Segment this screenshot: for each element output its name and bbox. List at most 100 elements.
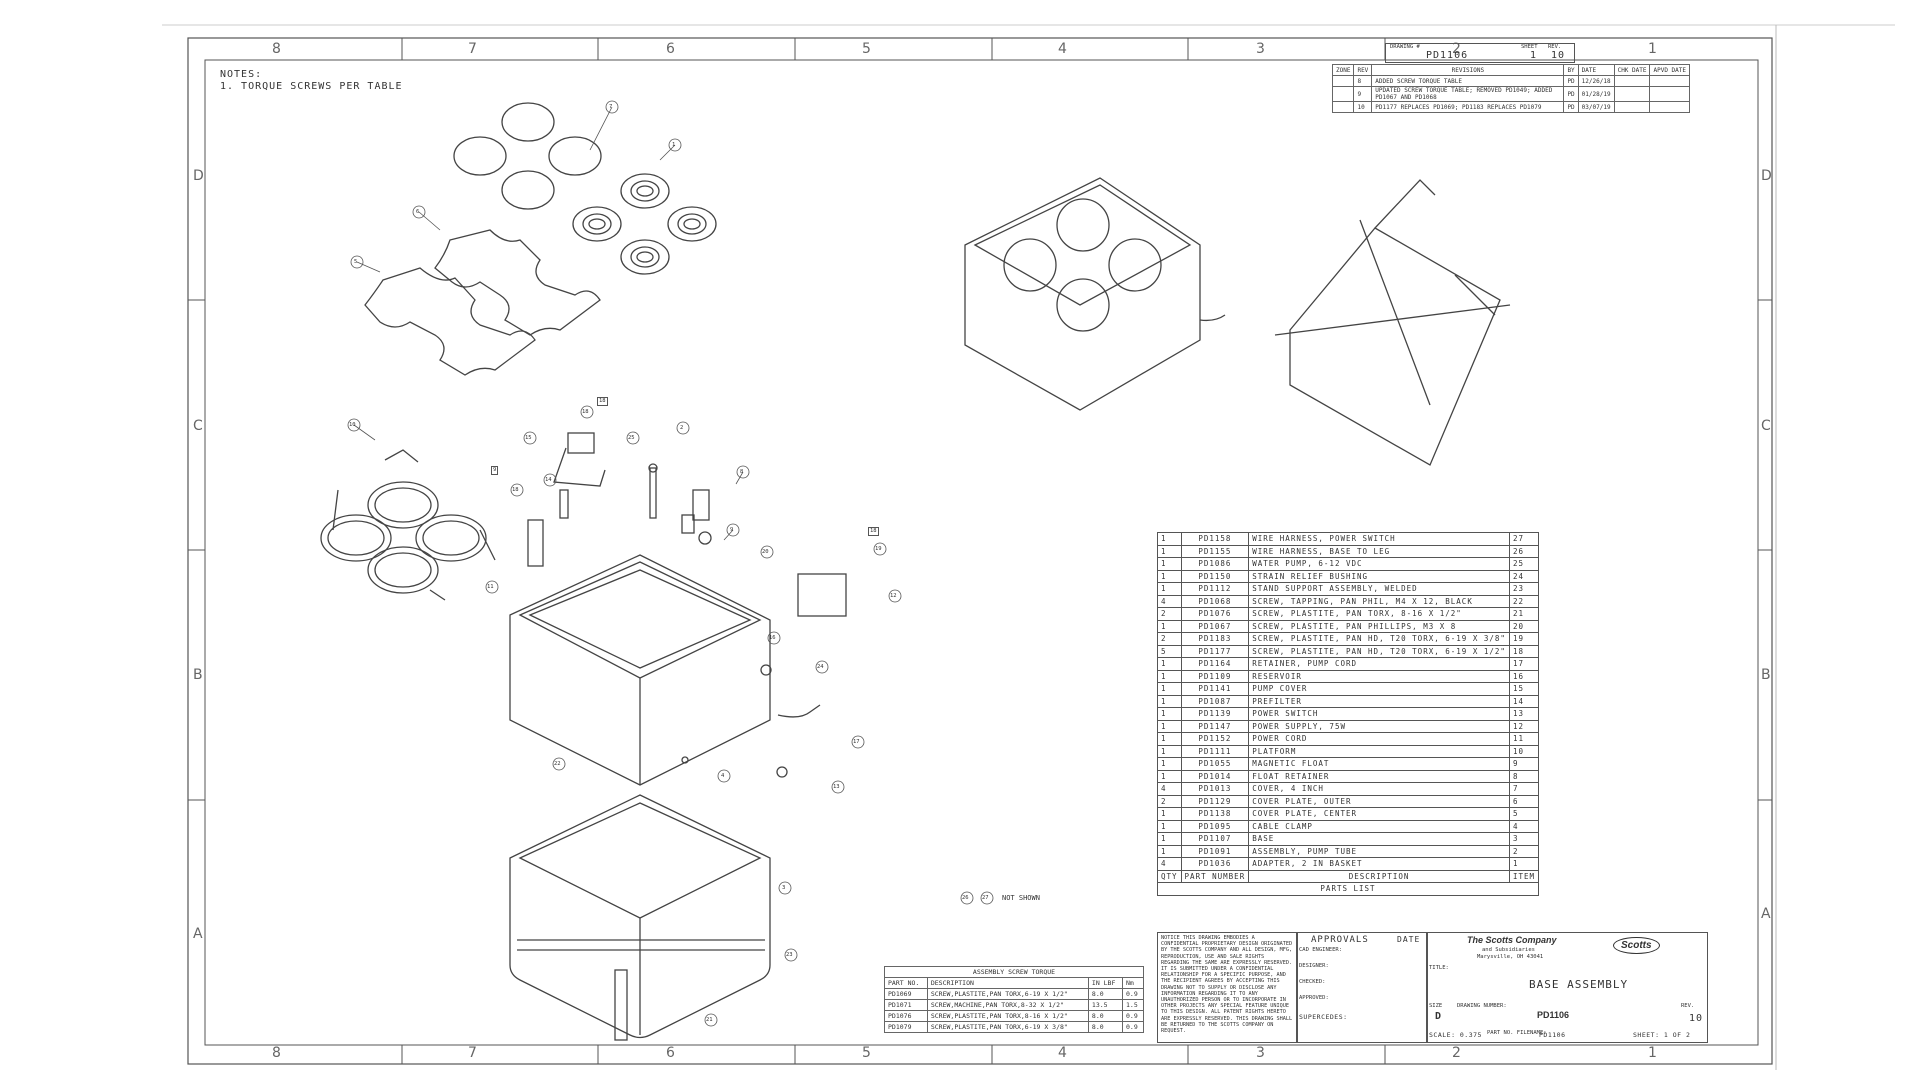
zone-bottom-2: 2: [1452, 1045, 1461, 1061]
rev-label: REV.: [1548, 44, 1562, 50]
zone-left-c: C: [193, 418, 203, 434]
torque-cell: 13.5: [1087, 999, 1124, 1011]
zone-right-d: D: [1761, 168, 1772, 184]
part-number-cell: PD1036: [1180, 857, 1250, 871]
item-cell: 15: [1508, 682, 1540, 696]
description-cell: BASE: [1248, 832, 1510, 846]
qty-cell: 1: [1157, 819, 1182, 833]
torque-cell: PD1079: [884, 1021, 928, 1033]
balloon-label: 25: [628, 435, 635, 441]
balloon-label: 10: [349, 422, 356, 428]
balloon-label: 16: [769, 635, 776, 641]
item-cell: 8: [1508, 769, 1540, 783]
part-number-cell: PD1164: [1180, 657, 1250, 671]
item-cell: 12: [1508, 719, 1540, 733]
rev-desc: ADDED SCREW TORQUE TABLE: [1371, 75, 1565, 87]
header-item: ITEM: [1508, 869, 1540, 883]
header-cell: APVD DATE: [1649, 64, 1690, 76]
description-cell: RETAINER, PUMP CORD: [1248, 657, 1510, 671]
torque-cell: 0.9: [1122, 988, 1144, 1000]
approved-label: APPROVED:: [1299, 995, 1329, 1001]
rev-number: 9: [1353, 86, 1373, 102]
qty-cell: 1: [1157, 657, 1182, 671]
zone-right-a: A: [1761, 906, 1771, 922]
torque-table-title: ASSEMBLY SCREW TORQUE: [884, 966, 1144, 978]
drawing-number-label: DRAWING NUMBER:: [1457, 1003, 1507, 1009]
balloon-label: 13: [833, 784, 840, 790]
qty-cell: 4: [1157, 782, 1182, 796]
qty-cell: 1: [1157, 769, 1182, 783]
item-cell: 22: [1508, 594, 1540, 608]
part-number-cell: PD1107: [1180, 832, 1250, 846]
qty-cell: 5: [1157, 644, 1182, 658]
zone-bottom-1: 1: [1648, 1045, 1657, 1061]
description-cell: MAGNETIC FLOAT: [1248, 757, 1510, 771]
table-row: 9 UPDATED SCREW TORQUE TABLE; REMOVED PD…: [1331, 86, 1690, 102]
part-number-cell: PD1155: [1180, 544, 1250, 558]
part-number-cell: PD1068: [1180, 594, 1250, 608]
parts-list-title-row: PARTS LIST: [1157, 882, 1539, 896]
notes-heading: NOTES:: [220, 69, 263, 80]
qty-cell: 1: [1157, 557, 1182, 571]
zone-bottom-4: 4: [1058, 1045, 1067, 1061]
part-number-cell: PD1139: [1180, 707, 1250, 721]
qty-cell: 1: [1157, 694, 1182, 708]
designer-label: DESIGNER:: [1299, 963, 1329, 969]
zone-bottom-5: 5: [862, 1045, 871, 1061]
description-cell: SCREW, PLASTITE, PAN HD, T20 TORX, 6-19 …: [1248, 644, 1510, 658]
balloon-label: 20: [762, 549, 769, 555]
size-value: D: [1435, 1011, 1443, 1022]
approvals-title: APPROVALS: [1311, 935, 1369, 945]
table-title-row: ASSEMBLY SCREW TORQUE: [884, 966, 1144, 978]
balloon-label: 14: [545, 477, 552, 483]
description-cell: ADAPTER, 2 IN BASKET: [1248, 857, 1510, 871]
zone-left-d: D: [193, 168, 204, 184]
rev-number: 10: [1551, 50, 1566, 61]
scale-text: SCALE: 0.375: [1429, 1031, 1482, 1039]
part-number-cell: PD1141: [1180, 682, 1250, 696]
rev-value-tb: 10: [1689, 1013, 1704, 1024]
part-number-cell: PD1183: [1180, 632, 1250, 646]
rev-date: 03/07/19: [1577, 101, 1615, 113]
balloon-label: 3: [782, 885, 786, 891]
part-number-cell: PD1055: [1180, 757, 1250, 771]
balloon-label: 15: [525, 435, 532, 441]
part-number-cell: PD1087: [1180, 694, 1250, 708]
drawing-number: PD1106: [1426, 50, 1469, 61]
torque-cell: 0.9: [1122, 1010, 1144, 1022]
item-cell: 26: [1508, 544, 1540, 558]
part-number-cell: PD1152: [1180, 732, 1250, 746]
item-cell: 27: [1508, 532, 1540, 546]
balloon-group: [347, 100, 994, 1027]
description-cell: COVER, 4 INCH: [1248, 782, 1510, 796]
balloon-label: 26: [962, 895, 969, 901]
revisions-table: ZONE REV REVISIONS BY DATE CHK DATE APVD…: [1331, 64, 1690, 113]
drawing-number-value: PD1106: [1537, 1010, 1570, 1020]
header-cell: REV: [1353, 64, 1373, 76]
header-cell: DATE: [1577, 64, 1615, 76]
torque-cell: 8.0: [1087, 988, 1124, 1000]
rev-desc: UPDATED SCREW TORQUE TABLE; REMOVED PD10…: [1371, 86, 1565, 102]
balloon-label: 11: [487, 584, 494, 590]
rev-date: 01/28/19: [1577, 86, 1615, 102]
zone-top-7: 7: [468, 41, 477, 57]
torque-cell: PD1069: [884, 988, 928, 1000]
part-number-cell: PD1095: [1180, 819, 1250, 833]
detail-ref: 18: [597, 397, 608, 406]
balloon-label: 19: [875, 546, 882, 552]
qty-cell: 4: [1157, 594, 1182, 608]
balloon-label: 27: [982, 895, 989, 901]
drawing-header: DRAWING # PD1106 SHEET 1 REV. 10: [1385, 43, 1575, 63]
part-number-cell: PD1177: [1180, 644, 1250, 658]
